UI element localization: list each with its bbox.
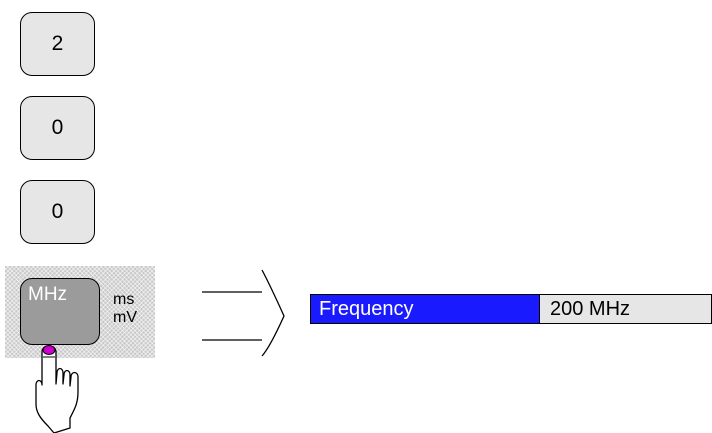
frequency-value: 200 MHz: [539, 295, 711, 323]
mv-alt-label: mV: [113, 309, 137, 326]
digit-key-label: 2: [51, 32, 64, 55]
digit-key-label: 0: [51, 116, 64, 139]
digit-key-0[interactable]: 0: [20, 96, 95, 160]
arrow-icon: [202, 269, 285, 357]
frequency-label: Frequency: [311, 295, 539, 323]
ms-alt-label: ms: [113, 291, 135, 308]
digit-key-2[interactable]: 2: [20, 12, 95, 76]
pointing-hand-icon: [35, 345, 79, 433]
mhz-key-label: MHz: [28, 284, 68, 305]
digit-key-label: 0: [51, 200, 64, 223]
frequency-field: Frequency 200 MHz: [310, 294, 712, 324]
mhz-unit-key[interactable]: [20, 278, 100, 345]
digit-key-0-second[interactable]: 0: [20, 180, 95, 244]
